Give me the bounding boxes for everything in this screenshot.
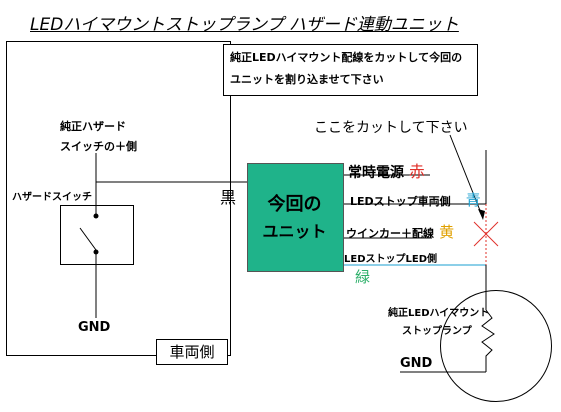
cut-arrowhead — [478, 209, 485, 220]
led-stop-led-text: LEDストップLED側 — [344, 254, 438, 265]
hazard-switch-label: ハザードスイッチ — [12, 192, 92, 203]
hazard-switch-box — [60, 205, 134, 265]
unit-box — [247, 163, 344, 272]
led-stop-vehicle-text: LEDストップ車両側 — [350, 195, 451, 208]
green-color-label: 緑 — [355, 268, 371, 286]
yellow-color-label: 黄 — [439, 223, 455, 241]
constant-power-text: 常時電源 — [348, 165, 404, 181]
vehicle-side-label: 車両側 — [156, 339, 228, 365]
cut-instruction: ここをカットして下さい — [314, 120, 468, 136]
constant-power-label: 常時電源 赤 — [348, 158, 425, 182]
red-color-label: 赤 — [408, 162, 425, 181]
gnd-right-label: GND — [400, 356, 433, 371]
instruction-line-1: 純正LEDハイマウント配線をカットして今回の — [230, 51, 463, 64]
cut-mark-b — [473, 221, 499, 247]
instruction-note: 純正LEDハイマウント配線をカットして今回の ユニットを割り込ませて下さい — [223, 44, 478, 96]
led-stop-vehicle-label: LEDストップ車両側 青 — [350, 189, 481, 210]
unit-label-1: 今回の — [267, 194, 322, 215]
blue-color-label: 青 — [465, 191, 481, 209]
turn-signal-label: ウインカー＋配線 黄 — [346, 221, 454, 242]
cut-arrow — [449, 134, 484, 219]
lamp-label-2: ストップランプ — [402, 326, 472, 337]
switch-lever — [79, 227, 97, 251]
hazard-plus-label-2: スイッチの＋側 — [60, 140, 137, 153]
unit-label-2: ユニット — [262, 222, 327, 241]
lamp-circle — [440, 290, 552, 402]
lamp-label-1: 純正LEDハイマウント — [388, 308, 490, 319]
switch-contact-top — [93, 213, 99, 219]
gnd-left-label: GND — [78, 320, 111, 335]
instruction-line-2: ユニットを割り込ませて下さい — [230, 73, 384, 86]
diagram-title: LEDハイマウントストップランプ ハザード連動ユニット — [30, 15, 459, 35]
black-wire-label: 黒 — [220, 188, 237, 207]
hazard-plus-label-1: 純正ハザード — [60, 120, 126, 133]
vehicle-side-box — [6, 41, 231, 356]
turn-signal-text: ウインカー＋配線 — [346, 227, 434, 240]
